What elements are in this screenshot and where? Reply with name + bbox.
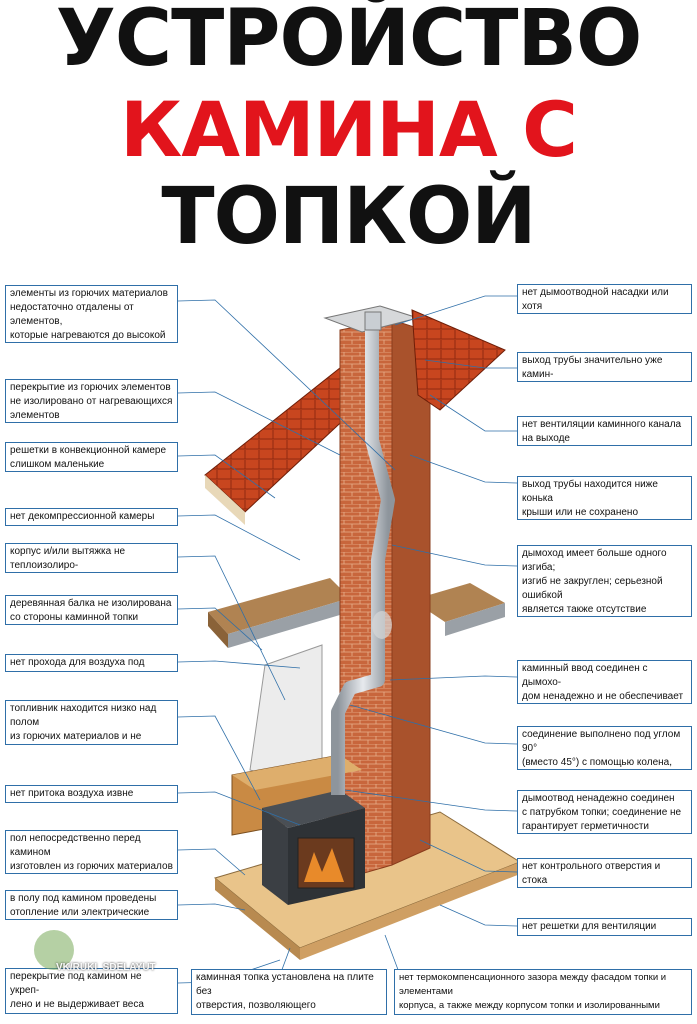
- firebox: [262, 790, 365, 905]
- label-no-decompression-chamber: нет декомпрессионной камеры: [5, 508, 178, 526]
- label-beam-not-insulated: деревянная балка не изолирована со сторо…: [5, 595, 178, 625]
- watermark-text: VK/RUKI_SDELAYUT: [56, 962, 156, 973]
- label-firebox-on-solid-slab: каминная топка установлена на плите без …: [191, 969, 387, 1015]
- label-no-air-passage: нет прохода для воздуха под балкой: [5, 654, 178, 672]
- label-casing-not-insulated: корпус и/или вытяжка не теплоизолиро- ва…: [5, 543, 178, 573]
- label-no-channel-ventilation: нет вентиляции каминного канала на выход…: [517, 416, 692, 446]
- ceiling-slab: [208, 578, 505, 648]
- label-no-condensate-drain: нет контрольного отверстия и стока для к…: [517, 858, 692, 888]
- roof-left: [204, 358, 353, 525]
- label-no-outside-air: нет притока воздуха извне: [5, 785, 178, 803]
- brand-logo: [34, 930, 74, 970]
- label-firebox-too-low: топливник находится низко над полом из г…: [5, 700, 178, 745]
- label-90-degree-joint: соединение выполнено под углом 90° (вмес…: [517, 726, 692, 770]
- title-line-3: ТОПКОЙ: [161, 172, 536, 262]
- label-no-expansion-gap: нет термокомпенсационного зазора между ф…: [394, 969, 692, 1015]
- label-flue-joint-loose: дымоотвод ненадежно соединен с патрубком…: [517, 790, 692, 834]
- label-floor-not-reinforced: перекрытие под камином не укреп- лено и …: [5, 968, 178, 1014]
- label-flue-bends: дымоход имеет больше одного изгиба; изги…: [517, 545, 692, 617]
- label-combustible-floor: пол непосредственно перед камином изгото…: [5, 830, 178, 874]
- label-inlet-not-sealed: каминный ввод соединен с дымохо- дом нен…: [517, 660, 692, 704]
- label-grilles-too-small: решетки в конвекционной камере слишком м…: [5, 442, 178, 472]
- title-line-1: УСТРОЙСТВО: [55, 0, 643, 84]
- title-line-2: КАМИНА С: [120, 85, 578, 174]
- label-pipe-outlet-narrow: выход трубы значительно уже камин- ного …: [517, 352, 692, 382]
- label-no-vent-grille: нет решетки для вентиляции дымохода: [517, 918, 692, 936]
- label-combustible-too-close: элементы из горючих материалов недостато…: [5, 285, 178, 343]
- steel-flue-pipe: [331, 311, 395, 795]
- label-ceiling-not-insulated: перекрытие из горючих элементов не изоли…: [5, 379, 178, 423]
- label-no-chimney-cap: нет дымоотводной насадки или хотя бы гри…: [517, 284, 692, 314]
- label-outlet-below-ridge: выход трубы находится ниже конька крыши …: [517, 476, 692, 520]
- label-wiring-under-floor: в полу под камином проведены отопление и…: [5, 890, 178, 920]
- roof-right: [411, 309, 506, 411]
